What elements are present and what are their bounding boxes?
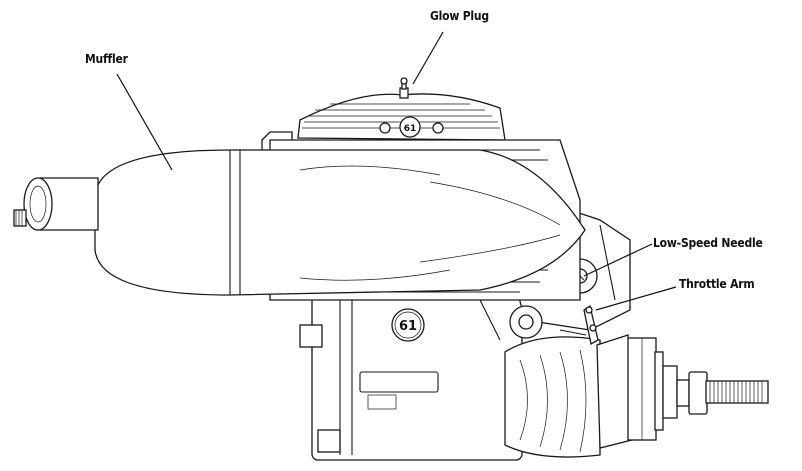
leader-lines bbox=[116, 31, 677, 311]
head-number: 61 bbox=[404, 124, 417, 134]
drive-hub bbox=[654, 351, 708, 431]
crankcase-number: 61 bbox=[399, 319, 417, 334]
muffler-label: Muffler bbox=[85, 52, 128, 66]
crankcase-badge bbox=[391, 308, 425, 342]
throttle-arm bbox=[559, 304, 599, 346]
crankcase bbox=[299, 294, 523, 461]
muffler-outlet bbox=[13, 177, 99, 231]
crankshaft-thread bbox=[705, 380, 769, 404]
glow-plug-label: Glow Plug bbox=[430, 9, 489, 23]
front-housing bbox=[504, 334, 657, 458]
glow-plug bbox=[399, 77, 409, 99]
throttle-arm-label: Throttle Arm bbox=[679, 277, 755, 291]
muffler bbox=[94, 149, 586, 296]
low-speed-needle-label: Low-Speed Needle bbox=[653, 236, 763, 250]
